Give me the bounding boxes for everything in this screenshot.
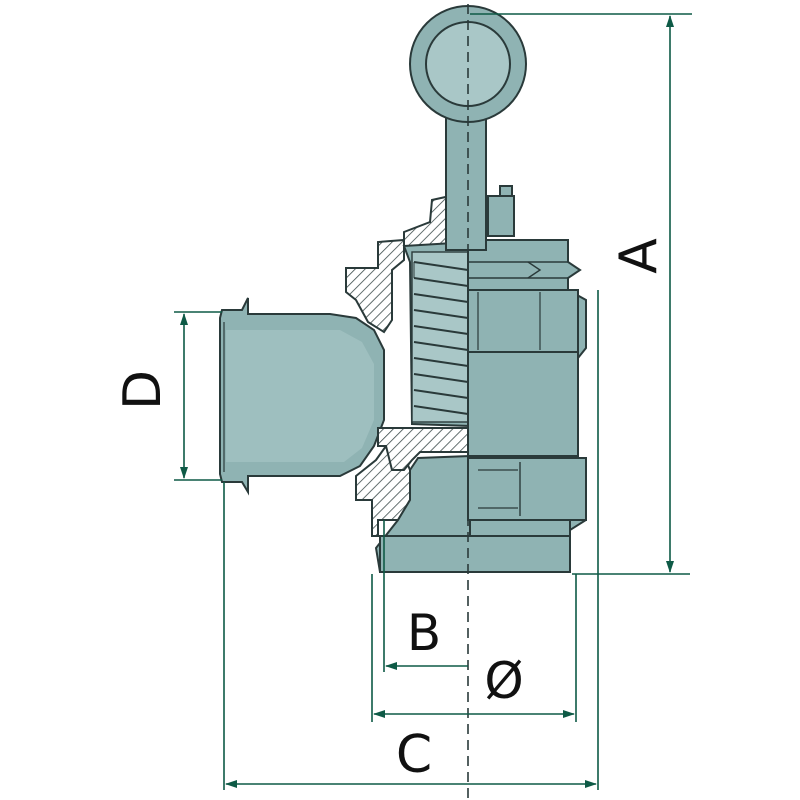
label-b: B [407, 604, 441, 662]
label-c: C [396, 725, 432, 785]
lower-hex-nut [467, 457, 587, 521]
valve-body [219, 5, 587, 573]
middle-block [467, 289, 579, 353]
label-a: A [609, 238, 669, 274]
dimensions [174, 13, 692, 790]
label-d: D [113, 370, 173, 410]
inlet-pipe-shading [226, 330, 374, 462]
body-wall-upper-hatch [345, 238, 405, 334]
lower-block [467, 351, 579, 457]
stem-collar [487, 195, 515, 237]
valve-stem [445, 99, 487, 251]
label-diameter: Ø [484, 652, 523, 710]
outlet-base [379, 535, 571, 573]
